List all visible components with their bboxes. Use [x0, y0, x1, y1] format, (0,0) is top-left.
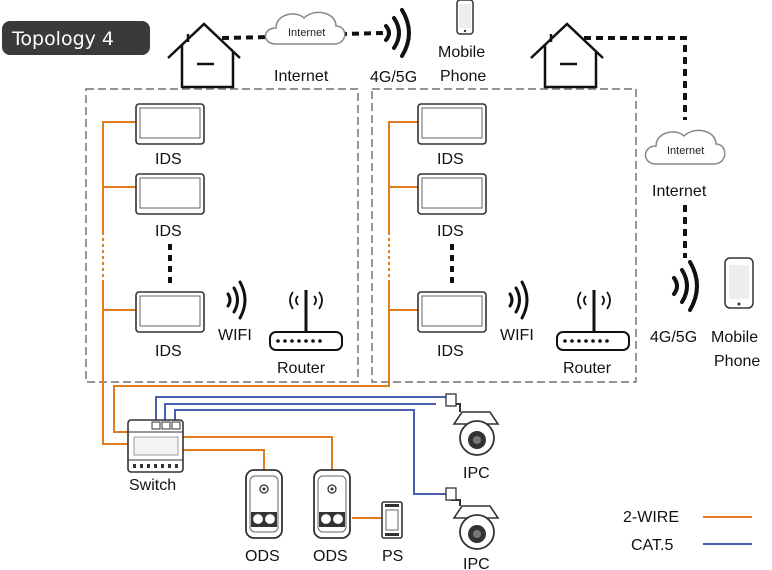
ods-label-1: ODS [245, 548, 280, 565]
router-icon-left [269, 290, 343, 351]
ps-label: PS [382, 548, 403, 565]
two-wire-lines [102, 121, 418, 519]
home-boundary-right [371, 88, 637, 383]
switch-icon [127, 419, 184, 473]
house-internet-link-right [584, 36, 687, 120]
mobile-phone-icon-right [724, 257, 754, 309]
signal-icon-top [384, 8, 411, 58]
home-boundary-left [85, 88, 359, 383]
ids-monitor-left-3 [135, 291, 205, 333]
switch-label: Switch [129, 477, 176, 494]
ods-door-station-2 [313, 469, 351, 539]
cat5-lines [155, 396, 452, 495]
internet-signal-link-top [339, 31, 385, 36]
wifi-icon-right [508, 280, 529, 320]
wifi-label-right: WIFI [500, 327, 534, 344]
ids-label-left-2: IDS [155, 223, 182, 240]
two-wire-ods1 [183, 449, 265, 470]
internet-label-top: Internet [274, 68, 329, 85]
wifi-label-left: WIFI [218, 327, 252, 344]
ids-monitor-left-2 [135, 173, 205, 215]
mobile-label-top-2: Phone [440, 68, 486, 85]
two-wire-trunk-right-b [113, 382, 390, 433]
signal-icon-right [672, 260, 699, 312]
signal-label-right: 4G/5G [650, 329, 697, 346]
ods-door-station-1 [245, 469, 283, 539]
internet-label-right: Internet [652, 183, 707, 200]
cloud-text-top: Internet [288, 27, 325, 39]
internet-cloud-icon-right: Internet [644, 129, 726, 165]
two-wire-trunk-left [102, 280, 128, 445]
internet-links [221, 31, 687, 258]
internet-cloud-icon-top: Internet [264, 11, 346, 45]
two-wire-ods2 [183, 436, 333, 470]
ids-label-left-1: IDS [155, 151, 182, 168]
router-label-right: Router [563, 360, 612, 377]
legend-label-cat5: CAT.5 [631, 537, 673, 554]
mobile-phone-icon-top [456, 0, 474, 35]
ids-monitor-right-2 [417, 173, 487, 215]
cat5-ipc1-a [155, 396, 452, 420]
legend: 2-WIRE CAT.5 [623, 509, 752, 554]
legend-label-2wire: 2-WIRE [623, 509, 679, 526]
house-icon-right [530, 22, 604, 89]
mobile-label-top-1: Mobile [438, 44, 485, 61]
cat5-ipc2 [174, 409, 452, 495]
house-icon-left [167, 22, 241, 89]
title-badge: Topology 4 [2, 21, 150, 55]
mobile-label-right-1: Mobile [711, 329, 758, 346]
ids-label-right-3: IDS [437, 343, 464, 360]
wifi-icon-left [226, 280, 247, 320]
title: Topology 4 [11, 28, 114, 50]
ids-monitor-left-1 [135, 103, 205, 145]
cat5-ipc1-b [164, 403, 436, 420]
two-wire-ids1-right [388, 121, 418, 232]
ipc-label-1: IPC [463, 465, 490, 482]
ipc-camera-icon-1 [445, 393, 500, 456]
ipc-label-2: IPC [463, 556, 490, 570]
ids-label-right-1: IDS [437, 151, 464, 168]
router-icon-right [556, 290, 630, 351]
ids-monitor-right-3 [417, 291, 487, 333]
mobile-label-right-2: Phone [714, 353, 760, 370]
signal-label-top: 4G/5G [370, 69, 417, 86]
ids-monitor-right-1 [417, 103, 487, 145]
cloud-text-right: Internet [667, 145, 704, 157]
ipc-camera-icon-2 [445, 487, 500, 550]
power-supply-icon [381, 501, 403, 539]
ods-label-2: ODS [313, 548, 348, 565]
router-label-left: Router [277, 360, 326, 377]
ids-label-left-3: IDS [155, 343, 182, 360]
house-internet-link-left [221, 35, 271, 40]
ids-label-right-2: IDS [437, 223, 464, 240]
two-wire-ids1-left [102, 121, 136, 232]
